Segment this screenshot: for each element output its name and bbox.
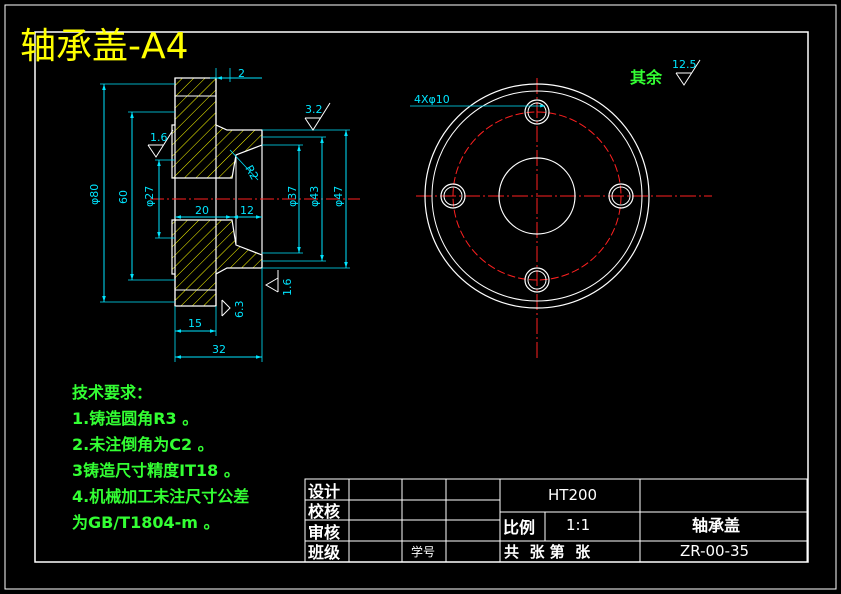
roughness-text-6-3: 6.3 [233,301,246,319]
roughness-text-3-2: 3.2 [305,103,323,116]
tb-design: 设计 [308,482,340,501]
roughness-symbol-1-6-upper: 1.6 [147,129,174,158]
tech-heading: 技术要求： [72,383,152,402]
dim-text-d80: φ80 [88,184,101,205]
roughness-symbol-3-2: 3.2 [304,102,331,131]
bolt-hole-bottom [524,267,550,293]
roughness-symbol-1-6-right: 1.6 [265,270,294,297]
top-view: 4Xφ10 其余 12.5 [410,58,712,358]
other-roughness-label: 其余 [630,68,663,87]
tech-item: 1.铸造圆角R3 。 [72,409,198,428]
tb-scale-label: 比例 [503,518,535,537]
tb-student-no: 学号 [411,544,435,559]
bolt-hole-right [608,183,634,209]
tech-item: 3铸造尺寸精度IT18 。 [72,461,240,480]
drawing-title: 轴承盖-A4 [20,26,189,67]
bolt-hole-left-inner [443,186,463,206]
tech-requirements: 技术要求： 1.铸造圆角R3 。 2.未注倒角为C2 。 3铸造尺寸精度IT18… [72,383,249,532]
tb-class: 班级 [308,543,341,562]
tb-drawing-no: ZR-00-35 [680,542,749,560]
dim-text-15: 15 [188,317,202,330]
bolt-circle [452,111,622,281]
tb-scale-value: 1:1 [566,516,590,534]
bolt-hole-right-inner [611,186,631,206]
dim-text-20: 20 [195,204,209,217]
dim-text-60: 60 [117,190,130,204]
bolt-hole-top [524,99,550,125]
title-block [304,478,808,563]
tech-item: 4.机械加工未注尺寸公差 [72,487,249,506]
center-bore [498,157,576,235]
sheet-inner-border [34,31,809,563]
top-view-outer-circle [424,83,650,309]
bolt-hole-top-inner [527,102,547,122]
leader-r2 [229,149,259,181]
dim-text-d47: φ47 [332,186,345,207]
bolt-hole-bottom-inner [527,270,547,290]
roughness-text-1-6-right: 1.6 [281,279,294,297]
tech-item: 2.未注倒角为C2 。 [72,435,214,454]
tech-item: 为GB/T1804-m 。 [72,513,220,532]
tb-material: HT200 [548,486,597,504]
hole-callout-text: 4Xφ10 [414,93,450,106]
dim-text-d27: φ27 [143,186,156,207]
tb-check: 校核 [308,502,340,521]
tb-part-name: 轴承盖 [692,516,740,535]
roughness-symbol-6-3: 6.3 [221,299,246,319]
section-hatch-upper [171,77,263,179]
section-view: φ80 60 φ27 φ37 φ43 φ47 2 20 12 [88,67,360,362]
roughness-symbol-12-5: 12.5 [672,58,701,86]
dim-text-r2: R2 [242,163,261,182]
roughness-text-1-6-upper: 1.6 [150,131,168,144]
dim-text-d43: φ43 [308,186,321,207]
dim-text-d37: φ37 [286,186,299,207]
roughness-text-12-5: 12.5 [672,58,697,71]
section-hatch-lower [171,219,263,307]
tb-sheet-info: 共 张 第 张 [504,543,591,561]
dim-text-12: 12 [240,204,254,217]
dim-text-step: 2 [238,67,245,80]
dim-text-32: 32 [212,343,226,356]
sheet-outer-border [4,4,837,590]
bolt-hole-left [440,183,466,209]
top-view-outer-circle-2 [431,90,643,302]
tb-review: 审核 [308,523,340,542]
